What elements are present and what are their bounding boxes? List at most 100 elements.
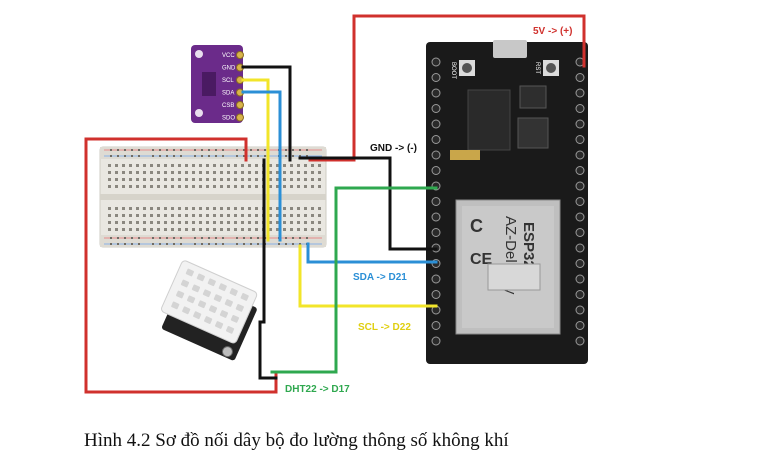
breadboard-rail-hole	[208, 149, 210, 151]
breadboard-hole	[185, 178, 188, 181]
breadboard-hole	[136, 207, 139, 210]
breadboard-hole	[108, 164, 111, 167]
breadboard-hole	[129, 178, 132, 181]
breadboard-hole	[206, 171, 209, 174]
breadboard-hole	[199, 214, 202, 217]
breadboard-hole	[136, 228, 139, 231]
breadboard-hole	[108, 221, 111, 224]
breadboard-rail-hole	[173, 155, 175, 157]
breadboard-hole	[290, 171, 293, 174]
esp32-pin-headers	[431, 57, 585, 346]
breadboard-rail-hole	[250, 149, 252, 151]
breadboard-hole	[283, 164, 286, 167]
breadboard-hole	[234, 228, 237, 231]
usb-port-icon	[493, 40, 527, 58]
dht22-vent	[235, 304, 244, 312]
breadboard-hole	[164, 207, 167, 210]
breadboard-hole	[178, 164, 181, 167]
breadboard-hole	[122, 171, 125, 174]
breadboard-hole	[283, 221, 286, 224]
breadboard-hole	[220, 214, 223, 217]
esp32-pin-right	[575, 166, 585, 175]
breadboard-rail-hole	[124, 155, 126, 157]
breadboard-hole	[276, 228, 279, 231]
breadboard-hole	[129, 171, 132, 174]
breadboard-rail-hole	[236, 243, 238, 245]
breadboard-hole	[157, 178, 160, 181]
esp32-pin-left	[431, 290, 441, 299]
breadboard-rail-hole	[201, 237, 203, 239]
breadboard-rail-hole	[152, 237, 154, 239]
dht22-grille	[171, 268, 249, 334]
breadboard-rail-hole	[278, 243, 280, 245]
breadboard-hole	[318, 178, 321, 181]
breadboard-hole	[297, 228, 300, 231]
breadboard-hole	[108, 171, 111, 174]
dht22-vent	[186, 295, 196, 304]
breadboard-hole	[199, 171, 202, 174]
dht22-vent	[182, 306, 191, 315]
breadboard-hole	[248, 164, 251, 167]
breadboard-rail-hole	[110, 149, 112, 151]
breadboard-rail-hole	[306, 149, 308, 151]
breadboard-rail-hole	[159, 243, 161, 245]
dht22-vent	[213, 294, 222, 302]
breadboard-hole	[157, 214, 160, 217]
wire-sda-esp	[306, 242, 438, 264]
breadboard-rail-hole	[215, 243, 217, 245]
breadboard-hole	[185, 164, 188, 167]
breadboard-hole	[283, 207, 286, 210]
breadboard-hole	[311, 221, 314, 224]
breadboard-rail-hole	[159, 149, 161, 151]
breadboard-rail-hole	[166, 149, 168, 151]
breadboard-hole	[290, 164, 293, 167]
breadboard-hole	[248, 185, 251, 188]
wire-sda	[241, 90, 282, 242]
breadboard-hole	[269, 164, 272, 167]
sensor-pin-label: SDO	[222, 116, 235, 122]
breadboard-rail-hole	[222, 237, 224, 239]
breadboard-hole	[122, 228, 125, 231]
breadboard-rail-hole	[201, 149, 203, 151]
sensor-pin	[236, 113, 244, 122]
breadboard-rail-hole	[285, 155, 287, 157]
breadboard-hole	[178, 228, 181, 231]
breadboard-hole	[290, 221, 293, 224]
wire-gnd-dht	[258, 158, 278, 380]
breadboard-rail-hole	[299, 243, 301, 245]
breadboard-hole	[220, 185, 223, 188]
breadboard-hole	[115, 171, 118, 174]
breadboard-hole	[304, 178, 307, 181]
breadboard-hole	[318, 164, 321, 167]
breadboard-rail-hole	[131, 149, 133, 151]
breadboard-rail-hole	[131, 243, 133, 245]
breadboard-hole	[192, 171, 195, 174]
breadboard-hole	[227, 171, 230, 174]
breadboard-hole	[157, 164, 160, 167]
esp32-pin-right	[575, 73, 585, 82]
sensor-pin-label: SDA	[222, 91, 234, 97]
label-power: 5V -> (+)	[533, 26, 572, 37]
breadboard-rail-hole	[138, 149, 140, 151]
breadboard-rail-hole	[215, 149, 217, 151]
breadboard-hole	[241, 207, 244, 210]
breadboard-rail-hole	[250, 243, 252, 245]
breadboard-rail-hole	[292, 149, 294, 151]
breadboard-hole	[185, 214, 188, 217]
breadboard-hole	[269, 214, 272, 217]
esp32-pin-right	[575, 228, 585, 237]
sensor-pin	[236, 51, 244, 59]
breadboard-rail-hole	[166, 243, 168, 245]
breadboard-hole	[304, 214, 307, 217]
esp32-pin-left	[431, 104, 441, 113]
breadboard-rail-hole	[222, 155, 224, 157]
dht22-vent	[230, 315, 240, 323]
breadboard-hole	[255, 185, 258, 188]
boot-label: BOOT	[450, 62, 456, 79]
esp32-pin-right	[575, 197, 585, 206]
breadboard-hole	[108, 214, 111, 217]
breadboard-hole	[171, 178, 174, 181]
breadboard-rail-hole	[117, 155, 119, 157]
breadboard-rail-hole	[285, 237, 287, 239]
